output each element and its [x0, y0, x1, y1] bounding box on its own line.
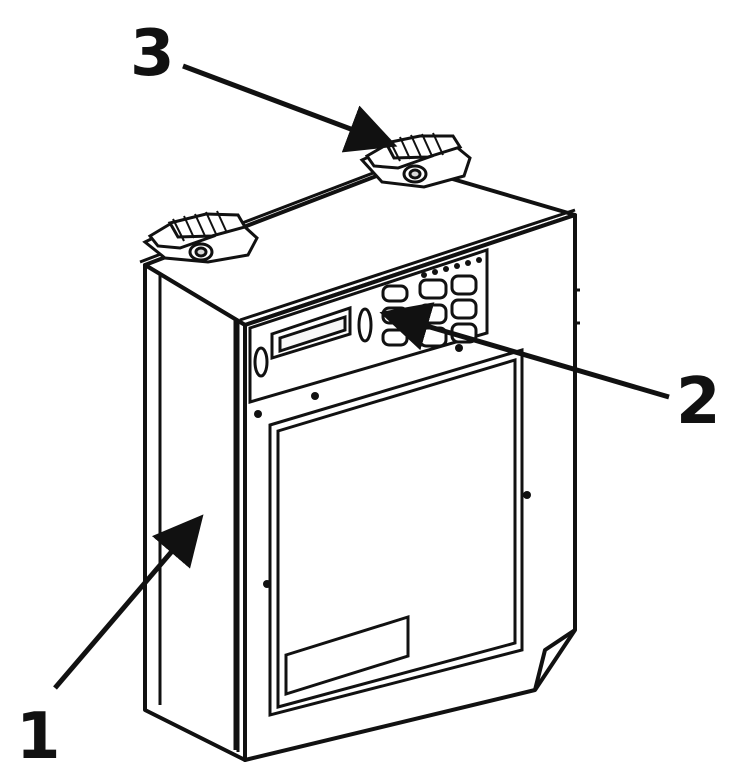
callout-1-arrow	[53, 514, 204, 690]
right-edge-details	[575, 288, 580, 325]
door-outline	[268, 347, 524, 717]
callout-2-arrow	[379, 302, 670, 400]
center-indicator	[357, 307, 373, 343]
callout-2-label: 2	[676, 365, 721, 439]
side-panel-seams	[158, 275, 240, 752]
door-fasteners	[263, 491, 531, 588]
callout-arrows	[53, 63, 670, 690]
display-window-inner	[278, 314, 347, 354]
left-indicator	[253, 346, 269, 378]
label-plate	[284, 614, 410, 697]
top-hinge-left	[142, 210, 259, 264]
panel-screws	[254, 344, 463, 418]
door-inner-edge	[276, 357, 517, 709]
status-leds	[421, 257, 482, 278]
front-bottom-cut	[533, 628, 577, 691]
front-door	[263, 347, 531, 717]
callout-3-label: 3	[130, 17, 175, 91]
callout-3-arrow	[182, 63, 398, 153]
callout-1-label: 1	[16, 700, 61, 774]
